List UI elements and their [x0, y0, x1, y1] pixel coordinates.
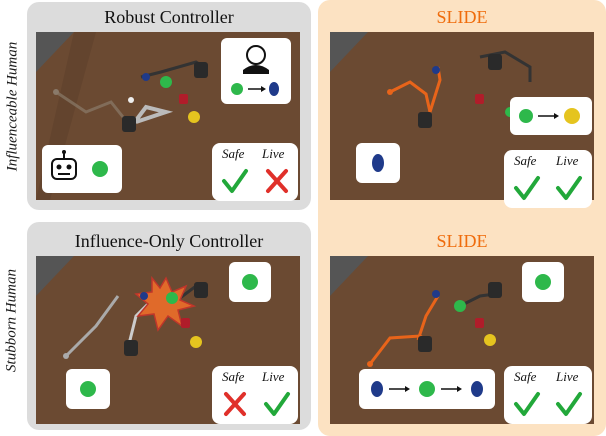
safe-label: Safe — [222, 369, 245, 384]
human-bubble — [510, 97, 592, 135]
robot-bubble — [356, 143, 400, 183]
outcome-marks — [224, 392, 290, 416]
slide-bottom-title: SLIDE — [436, 231, 488, 251]
robot-bubble — [359, 369, 495, 409]
outcome-marks — [514, 176, 582, 200]
live-label: Live — [262, 146, 285, 161]
human-intent-icon — [519, 108, 580, 124]
live-label: Live — [556, 369, 579, 384]
human-bubble — [522, 262, 564, 302]
human-intent-icon — [231, 45, 279, 96]
human-bubble — [229, 262, 271, 302]
collision-burst — [134, 275, 197, 332]
row-label-influenceable: Influenceable Human — [4, 41, 21, 172]
robot-intent-icon — [51, 150, 108, 180]
live-check-icon — [556, 176, 582, 200]
live-cross-icon — [266, 169, 288, 193]
live-check-icon — [556, 392, 582, 416]
human-bubble — [221, 38, 291, 104]
robot-intent-icon — [371, 381, 483, 397]
live-check-icon — [264, 392, 290, 416]
influence-only-outcome-badge: Safe Live — [212, 366, 298, 424]
robot-intent-icon — [80, 381, 96, 397]
safe-label: Safe — [514, 153, 537, 168]
robust-outcome-badge: Safe Live — [212, 143, 298, 201]
panel-title: Influence-Only Controller — [74, 231, 264, 251]
human-intent-icon — [242, 274, 258, 290]
slide-top-outcome-badge: Safe Live — [504, 150, 592, 208]
human-intent-icon — [535, 274, 551, 290]
outcome-marks — [222, 169, 288, 193]
slide-bottom-outcome-badge: Safe Live — [504, 366, 592, 424]
robot-bubble — [66, 369, 110, 409]
robot-bubble — [42, 145, 122, 193]
safe-check-icon — [222, 169, 248, 193]
safe-check-icon — [514, 392, 540, 416]
slide-top-title: SLIDE — [436, 7, 488, 27]
live-label: Live — [262, 369, 285, 384]
panel-title: Robust Controller — [104, 7, 234, 27]
safe-check-icon — [514, 176, 540, 200]
outcome-marks — [514, 392, 582, 416]
robot-intent-icon — [372, 154, 384, 172]
safe-cross-icon — [224, 392, 246, 416]
safe-label: Safe — [514, 369, 537, 384]
live-label: Live — [556, 153, 579, 168]
row-label-stubborn: Stubborn Human — [3, 269, 20, 372]
safe-label: Safe — [222, 146, 245, 161]
